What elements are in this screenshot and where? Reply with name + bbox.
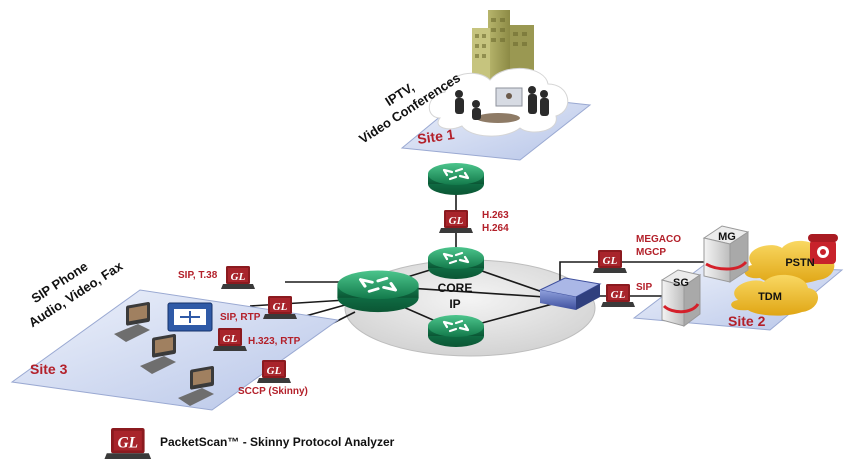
probe-label-h323-rtp: H.323, RTP	[248, 336, 301, 347]
router-main	[335, 268, 421, 314]
signaling-gateway-icon	[660, 269, 702, 327]
probe-label-sip: SIP	[636, 282, 652, 293]
gl-probe-h263: GL	[439, 210, 473, 233]
site-1-label: Site 1	[416, 126, 455, 147]
probe-label-sccp: SCCP (Skinny)	[238, 386, 308, 397]
gl-probe-megaco: GL	[593, 250, 627, 273]
pstn-label: PSTN	[785, 257, 814, 269]
legend: GL PacketScan™ - Skinny Protocol Analyze…	[104, 428, 395, 459]
gl-probe-sccp: GL	[257, 360, 291, 383]
probe-label-sip-t38: SIP, T.38	[178, 270, 218, 281]
core-label: CORE	[438, 281, 473, 295]
switch-icon	[538, 277, 602, 310]
gl-badge-text: GL	[603, 255, 618, 267]
site-1: Site 1	[400, 10, 592, 161]
video-phone-icon	[114, 301, 150, 342]
legend-gl-icon: GL	[104, 428, 152, 459]
probe-label-megaco: MEGACO	[636, 234, 681, 245]
media-gateway-icon	[702, 225, 750, 283]
gl-badge-text: GL	[273, 301, 288, 313]
mg-label: MG	[718, 231, 736, 243]
tdm-label: TDM	[758, 291, 782, 303]
probe-label-h264: H.264	[482, 223, 509, 234]
gl-badge-text: GL	[267, 365, 282, 377]
ip-label: IP	[449, 297, 460, 311]
sg-label: SG	[673, 277, 689, 289]
gl-badge-text: GL	[449, 215, 464, 227]
site-3: Site 3	[10, 289, 340, 411]
gl-probe-sip-rtp: GL	[263, 296, 297, 319]
video-phone-icon	[178, 365, 214, 406]
site-3-label: Site 3	[30, 361, 68, 377]
gl-badge-text: GL	[231, 271, 246, 283]
probe-label-sip-rtp: SIP, RTP	[220, 312, 261, 323]
site-2: MG SG PSTN TDM Site 2	[632, 225, 844, 331]
gl-probe-sip-right: GL	[601, 284, 635, 307]
video-conference-cloud	[428, 67, 569, 137]
video-phone-icon	[140, 333, 176, 374]
telephone-icon	[808, 234, 838, 264]
firewall-icon	[167, 302, 213, 332]
site-2-label: Site 2	[728, 313, 766, 329]
gl-probe-sip-t38: GL	[221, 266, 255, 289]
tdm-cloud	[731, 274, 819, 316]
gl-badge-text: GL	[118, 435, 139, 452]
router-bottom	[426, 313, 486, 349]
router-middle	[426, 245, 486, 281]
gl-badge-text: GL	[223, 333, 238, 345]
probe-label-h263: H.263	[482, 210, 509, 221]
gl-badge-text: GL	[611, 289, 626, 301]
router-top	[426, 161, 486, 197]
probe-label-mgcp: MGCP	[636, 247, 666, 258]
legend-text: PacketScan™ - Skinny Protocol Analyzer	[160, 435, 395, 449]
gl-probe-h323: GL	[213, 328, 247, 351]
